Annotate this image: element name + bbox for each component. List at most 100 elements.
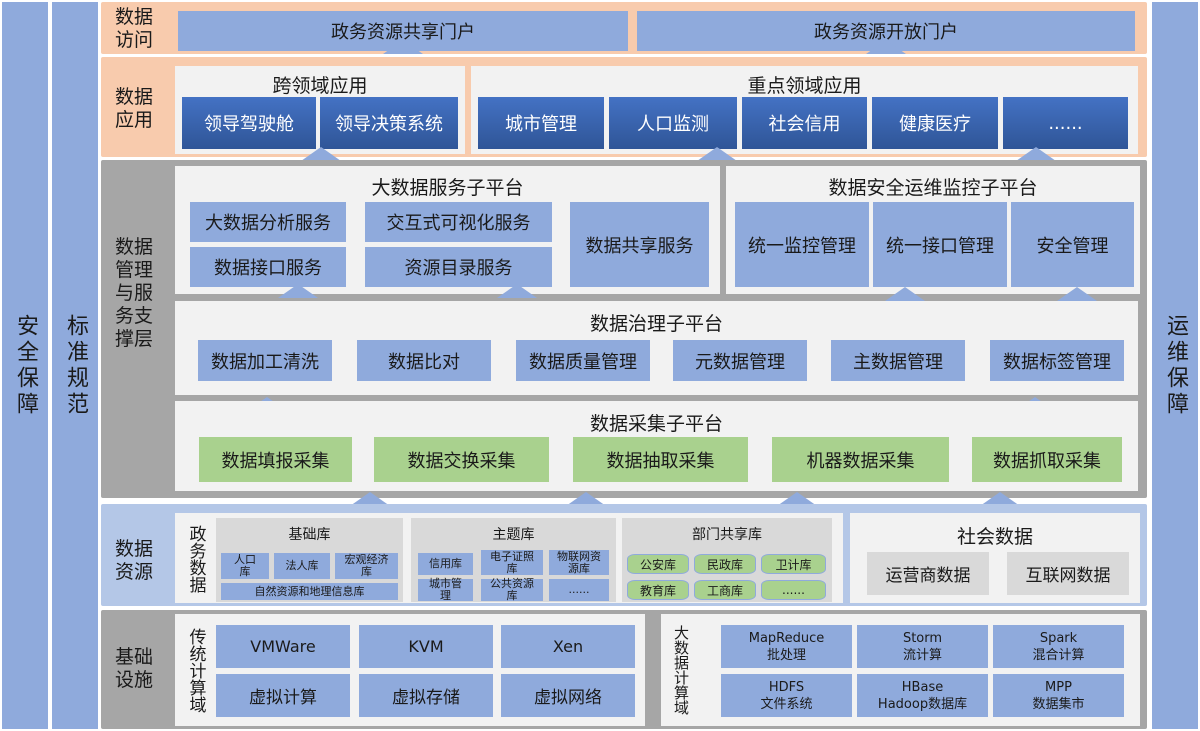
- credit-lib[interactable]: 信用库: [418, 553, 473, 575]
- up-arrow-icon: [497, 284, 537, 298]
- credit-lib-label: 信用库: [429, 557, 462, 570]
- metadata-box[interactable]: 元数据管理: [673, 340, 807, 381]
- unified-interface-box[interactable]: 统一接口管理: [873, 202, 1007, 287]
- public-resource-lib-label: 公共资源库: [490, 577, 534, 602]
- gov-open-portal-label: 政务资源开放门户: [814, 22, 958, 43]
- up-arrow-icon: [278, 284, 318, 298]
- xen-box[interactable]: Xen: [501, 625, 635, 668]
- cross-domain-title: 跨领域应用: [272, 75, 368, 97]
- more-apps-box[interactable]: ......: [1003, 97, 1128, 149]
- bigdata-analysis-box[interactable]: 大数据分析服务: [190, 202, 346, 242]
- operator-data-box[interactable]: 运营商数据: [867, 552, 989, 595]
- hdfs-box[interactable]: HDFS 文件系统: [721, 674, 852, 717]
- social-data-title: 社会数据: [956, 526, 1033, 548]
- education-lib[interactable]: 教育库: [627, 580, 689, 600]
- e-license-lib[interactable]: 电子证照库: [481, 550, 543, 575]
- up-arrow-icon: [866, 40, 906, 54]
- data-access-label-text: 数据访问: [114, 6, 153, 51]
- hbase-box[interactable]: HBase Hadoop数据库: [857, 674, 988, 717]
- data-share-label: 数据共享服务: [585, 235, 694, 257]
- natural-resource-lib[interactable]: 自然资源和地理信息库: [221, 583, 398, 600]
- more-apps-label: ......: [1048, 112, 1083, 134]
- leader-cockpit-box[interactable]: 领导驾驶舱: [182, 97, 316, 149]
- virtual-storage-box[interactable]: 虚拟存储: [359, 674, 493, 717]
- security-assurance-label: 安全保障: [13, 313, 38, 418]
- fill-report-collect-box[interactable]: 数据填报采集: [199, 437, 352, 482]
- commerce-lib[interactable]: 工商库: [694, 580, 756, 600]
- exchange-collect-box[interactable]: 数据交换采集: [374, 437, 549, 482]
- storm-box[interactable]: Storm 流计算: [857, 625, 988, 668]
- kvm-box[interactable]: KVM: [359, 625, 493, 668]
- commerce-lib-label: 工商库: [706, 583, 743, 598]
- data-interface-box[interactable]: 数据接口服务: [190, 247, 346, 287]
- more-dept-lib[interactable]: ......: [761, 580, 826, 600]
- macro-economy-lib[interactable]: 宏观经济库: [335, 553, 398, 579]
- internet-data-box[interactable]: 互联网数据: [1007, 552, 1129, 595]
- data-resource-label: 数据资源: [104, 538, 164, 584]
- data-share-box[interactable]: 数据共享服务: [570, 202, 709, 287]
- city-mgmt-lib-label: 城市管理: [429, 577, 462, 602]
- data-tag-box[interactable]: 数据标签管理: [990, 340, 1124, 381]
- resource-catalog-box[interactable]: 资源目录服务: [365, 247, 552, 287]
- population-lib[interactable]: 人口库: [221, 553, 269, 579]
- population-monitor-box[interactable]: 人口监测: [609, 97, 737, 149]
- mapreduce-box[interactable]: MapReduce 批处理: [721, 625, 852, 668]
- leader-decision-label: 领导决策系统: [335, 114, 443, 135]
- more-theme-lib[interactable]: ......: [549, 579, 609, 601]
- data-quality-box[interactable]: 数据质量管理: [516, 340, 650, 381]
- data-compare-box[interactable]: 数据比对: [357, 340, 491, 381]
- ops-assurance-bar: 运维保障: [1152, 2, 1198, 729]
- crawl-collect-box[interactable]: 数据抓取采集: [972, 437, 1122, 482]
- exchange-collect-label: 数据交换采集: [407, 450, 516, 472]
- vmware-box[interactable]: VMWare: [216, 625, 350, 668]
- unified-monitor-box[interactable]: 统一监控管理: [735, 202, 869, 287]
- interactive-vis-box[interactable]: 交互式可视化服务: [365, 202, 552, 242]
- legal-person-lib[interactable]: 法人库: [274, 553, 330, 579]
- mpp-box[interactable]: MPP 数据集市: [993, 674, 1124, 717]
- public-resource-lib[interactable]: 公共资源库: [481, 577, 543, 602]
- unified-monitor-label: 统一监控管理: [748, 235, 856, 257]
- machine-collect-box[interactable]: 机器数据采集: [772, 437, 949, 482]
- resource-catalog-label: 资源目录服务: [404, 258, 513, 279]
- social-credit-label: 社会信用: [768, 114, 841, 135]
- spark-box[interactable]: Spark 混合计算: [993, 625, 1124, 668]
- virtual-network-box[interactable]: 虚拟网络: [501, 674, 635, 717]
- data-cleaning-box[interactable]: 数据加工清洗: [198, 340, 332, 381]
- master-data-label: 主数据管理: [853, 351, 943, 373]
- gov-share-portal[interactable]: 政务资源共享门户: [178, 11, 628, 51]
- master-data-box[interactable]: 主数据管理: [831, 340, 965, 381]
- spark-desc: 混合计算: [1032, 647, 1085, 663]
- macro-economy-lib-label: 宏观经济库: [344, 553, 389, 578]
- up-arrow-icon: [885, 287, 925, 301]
- virtual-compute-box[interactable]: 虚拟计算: [216, 674, 350, 717]
- iot-resource-lib[interactable]: 物联网资源库: [549, 550, 609, 575]
- storm-desc: 流计算: [902, 647, 942, 663]
- standards-label: 标准规范: [63, 313, 88, 418]
- city-mgmt-lib[interactable]: 城市管理: [418, 577, 473, 602]
- leader-decision-box[interactable]: 领导决策系统: [320, 97, 458, 149]
- data-mgmt-label: 数据管理与服务支撑层: [104, 236, 164, 351]
- city-mgmt-label: 城市管理: [505, 114, 577, 135]
- dept-library-title: 部门共享库: [692, 527, 762, 543]
- data-cleaning-label: 数据加工清洗: [211, 351, 319, 373]
- up-arrow-icon: [350, 492, 390, 506]
- health-planning-lib[interactable]: 卫计库: [761, 554, 826, 574]
- up-arrow-icon: [1057, 287, 1097, 301]
- civil-affairs-lib[interactable]: 民政库: [694, 554, 756, 574]
- up-arrow-icon: [301, 147, 341, 161]
- health-care-box[interactable]: 健康医疗: [872, 97, 998, 149]
- spark-name: Spark: [1039, 630, 1078, 646]
- extract-collect-label: 数据抽取采集: [606, 450, 715, 472]
- extract-collect-box[interactable]: 数据抽取采集: [573, 437, 748, 482]
- security-mgmt-box[interactable]: 安全管理: [1011, 202, 1134, 287]
- key-domain-title: 重点领域应用: [747, 75, 862, 97]
- police-lib[interactable]: 公安库: [627, 554, 689, 574]
- city-mgmt-box[interactable]: 城市管理: [478, 97, 604, 149]
- social-credit-box[interactable]: 社会信用: [742, 97, 867, 149]
- data-application-label-text: 数据应用: [114, 86, 153, 131]
- bigdata-analysis-label: 大数据分析服务: [205, 213, 331, 234]
- traditional-compute-label: 传统计算域: [185, 627, 206, 713]
- health-planning-lib-label: 卫计库: [775, 557, 812, 572]
- gov-share-portal-label: 政务资源共享门户: [331, 22, 475, 43]
- legal-person-lib-label: 法人库: [285, 559, 319, 572]
